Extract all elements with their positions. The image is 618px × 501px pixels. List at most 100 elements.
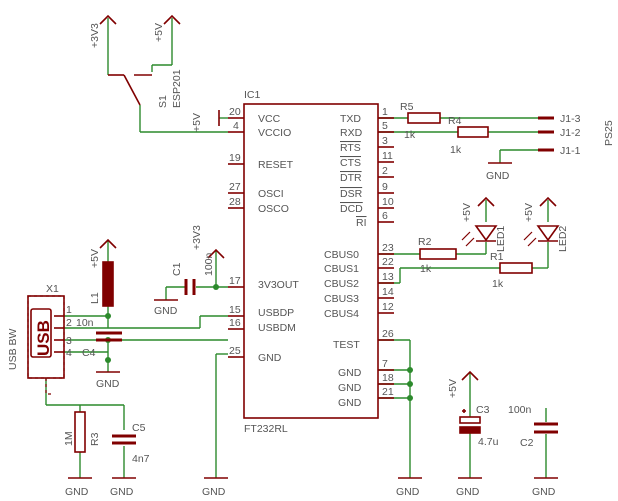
r3-value: 1M	[63, 431, 75, 446]
pin-name: RESET	[258, 159, 294, 171]
pin-num: 11	[382, 150, 393, 162]
label-5v-c3: +5V	[447, 379, 459, 398]
pin-name: DCD	[340, 203, 363, 215]
c3-ref: C3	[476, 404, 490, 416]
j1-pin1: J1-1	[560, 145, 581, 157]
wires	[45, 18, 549, 478]
pin-num: 28	[229, 196, 241, 208]
c2-ref: C2	[520, 437, 534, 449]
ic-body	[243, 103, 379, 419]
label-5v-top: +5V	[153, 23, 165, 42]
supply-symbols	[68, 14, 558, 479]
ic-ref-label: IC1	[244, 89, 261, 101]
pin-name: 3V3OUT	[258, 279, 299, 291]
pin-name: OSCO	[258, 203, 289, 215]
pin-name: GND	[258, 352, 282, 364]
x1-pin2: 2	[66, 317, 72, 329]
c3-value: 4.7u	[478, 436, 499, 448]
r4-ref: R4	[448, 115, 462, 127]
led2-ref: LED2	[557, 226, 569, 252]
pin-name: CBUS2	[324, 278, 359, 290]
pin-num: 20	[229, 106, 241, 118]
pin-name: CBUS0	[324, 249, 359, 261]
led1-ref: LED1	[495, 226, 507, 252]
pin-num: 17	[229, 275, 241, 287]
pin-num: 16	[229, 317, 241, 329]
pin-name: USBDM	[258, 322, 296, 334]
switch-ref: S1	[157, 95, 169, 108]
gnd-label-j1: GND	[486, 170, 510, 182]
pin-num: 13	[382, 271, 394, 283]
r5-ref: R5	[400, 101, 414, 113]
pin-num: 9	[382, 181, 388, 193]
pin-name: TEST	[333, 339, 360, 351]
pin-name: USBDP	[258, 307, 294, 319]
c4-value: 10n	[76, 317, 94, 329]
pin-num: 4	[233, 120, 239, 132]
label-5v-led1: +5V	[461, 203, 473, 222]
r4-value: 1k	[450, 144, 462, 156]
usb-label: USB	[34, 320, 53, 356]
label-5v-vcc: +5V	[191, 113, 203, 132]
label-5v-led2: +5V	[523, 203, 535, 222]
pin-name: CTS	[340, 157, 361, 169]
component-bodies	[27, 74, 560, 453]
pin-name: RTS	[340, 142, 361, 154]
pin-name: DSR	[340, 188, 363, 200]
pin-name: GND	[338, 382, 362, 394]
pin-num: 12	[382, 301, 394, 313]
x1-ref: X1	[46, 283, 59, 295]
pin-name: VCC	[258, 113, 281, 125]
pin-num: 18	[382, 372, 394, 384]
c4-ref: C4	[82, 347, 96, 359]
pin-num: 26	[382, 328, 394, 340]
pin-num: 1	[382, 106, 388, 118]
gnd-label-ic: GND	[396, 486, 420, 498]
pin-name: CBUS1	[324, 263, 359, 275]
r1-ref: R1	[490, 251, 504, 263]
j1-pin3: J1-3	[560, 113, 581, 125]
pin-num: 21	[382, 386, 394, 398]
gnd-label-pin25: GND	[202, 486, 226, 498]
gnd-label-c5: GND	[110, 486, 134, 498]
pin-name: DTR	[340, 172, 362, 184]
pin-num: 23	[382, 242, 394, 254]
pin-name: CBUS4	[324, 308, 359, 320]
gnd-label-c2: GND	[532, 486, 556, 498]
pin-name: GND	[338, 367, 362, 379]
gnd-label-c3: GND	[456, 486, 480, 498]
usb-shield-outline	[27, 295, 65, 379]
r2-ref: R2	[418, 236, 432, 248]
pin-name: RI	[356, 217, 367, 229]
pin-num: 22	[382, 256, 394, 268]
pin-num: 6	[382, 210, 388, 222]
gnd-label-usb: GND	[96, 378, 120, 390]
pin-name: TXD	[340, 113, 361, 125]
l1-ref: L1	[89, 292, 101, 304]
pin-num: 15	[229, 304, 241, 316]
pin-num: 27	[229, 181, 241, 193]
pin-num: 5	[382, 120, 388, 132]
r3-ref: R3	[89, 432, 101, 446]
pin-name: RXD	[340, 127, 363, 139]
gnd-label-c1: GND	[154, 305, 178, 317]
label-5v-l1: +5V	[89, 249, 101, 268]
j1-pin2: J1-2	[560, 127, 581, 139]
ic-left-pins: 20 VCC 4 VCCIO 19 RESET 27 OSCI 28 OSCO …	[229, 106, 299, 364]
j1-part: PS25	[603, 120, 615, 146]
x1-part: USB BW	[7, 328, 19, 370]
x1-pin4: 4	[66, 347, 72, 359]
c1-ref: C1	[171, 262, 183, 276]
pin-name: OSCI	[258, 188, 284, 200]
switch-part: ESP201	[171, 69, 183, 108]
r1-value: 1k	[492, 278, 504, 290]
label-3v3-out: +3V3	[191, 225, 203, 250]
c1-value: 100n	[203, 252, 215, 276]
ic-right-pins: TXD 1 RXD 5 RTS 3 CTS 11 DTR 2 DSR 9 DCD…	[324, 106, 394, 409]
usb-shield-leg	[45, 378, 52, 395]
pin-name: GND	[338, 397, 362, 409]
label-3v3-top: +3V3	[89, 23, 101, 48]
pin-num: 19	[229, 152, 241, 164]
